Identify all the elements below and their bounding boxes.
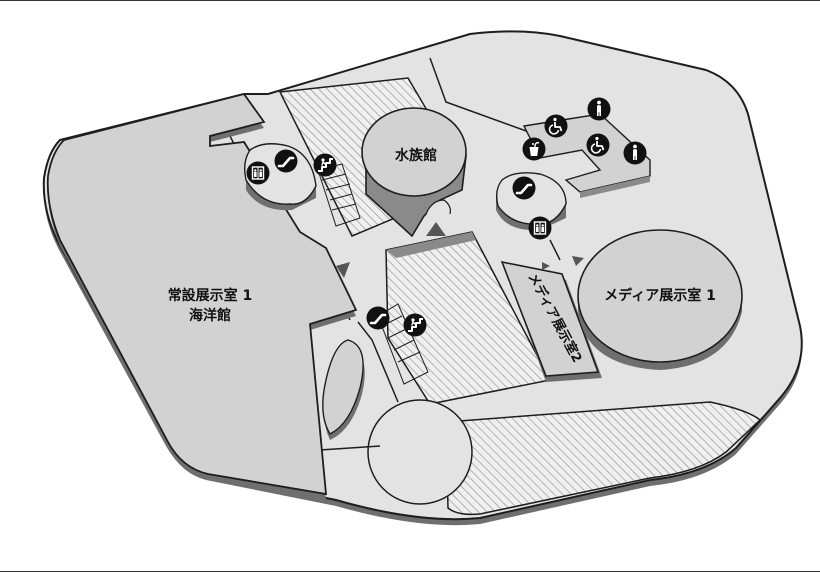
bottom-right-hatched-area [445,401,762,516]
restroom-icon [587,97,611,121]
oval-display-case-top [322,339,364,435]
center-hatched-shadow [386,232,476,258]
direction-marker-center [542,262,550,270]
lobby-circle [367,399,473,505]
elevator-icon [528,216,552,240]
aquarium-top [361,107,467,197]
elevator-icon [246,161,270,185]
direction-markers [336,222,584,278]
media-exhibit-1-room [577,229,743,363]
wheelchair-icon [586,133,610,157]
permanent-exhibit-label-2: 海洋館 [189,307,231,324]
left-core [243,143,317,205]
aquarium-label: 水族館 [395,147,437,164]
wheelchair-icon [544,114,568,138]
stairs-icon [313,153,337,177]
aquarium-entrance [425,199,451,215]
center-stair-strip [377,303,429,385]
restroom-block-shadow [580,176,650,198]
permanent-exhibit-label-1: 常設展示室 1 [168,287,253,304]
restroom-icon [623,141,647,165]
escalator-icon [512,176,536,200]
media-exhibit-1-label: メディア展示室 1 [604,287,716,304]
permanent-exhibit-room-top [46,92,358,496]
direction-marker-media [572,256,584,266]
left-stair-strip [317,163,361,227]
escalator-icon [366,306,390,330]
drinking-fountain-icon [522,137,546,161]
escalator-icon [274,149,298,173]
direction-marker-aquarium [426,222,446,236]
stairs-icon [403,313,427,337]
direction-marker-left [336,262,350,278]
